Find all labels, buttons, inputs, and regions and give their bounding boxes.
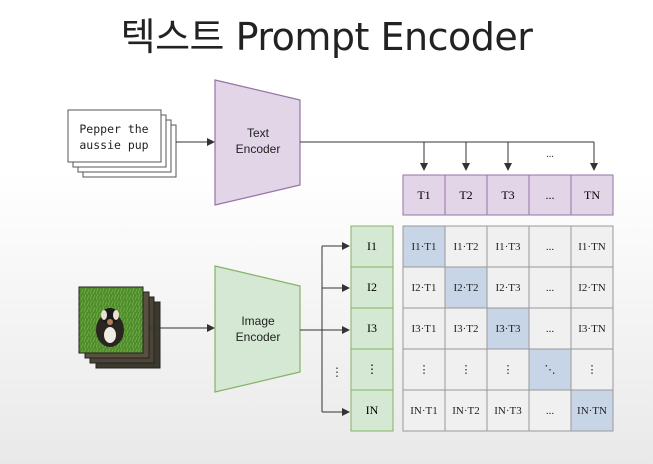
input-text-line-2: aussie pup: [79, 138, 148, 152]
text-arrow-dots: ...: [546, 149, 554, 160]
dog-image: [96, 308, 124, 347]
page-title: 텍스트 Prompt Encoder: [120, 15, 533, 59]
matrix-cell: I3·T1: [411, 323, 436, 335]
matrix-cell: ⋮: [461, 364, 472, 376]
matrix-cell: IN·T3: [494, 405, 522, 417]
image-encoder-label-2: Encoder: [236, 330, 281, 344]
image-encoder: Image Encoder: [214, 265, 301, 393]
text-embedding-t1: T1: [417, 188, 430, 202]
text-encoder-label-1: Text: [247, 126, 270, 140]
matrix-cell: IN·TN: [577, 405, 607, 417]
text-branch-arrows: [300, 141, 598, 171]
image-branch-arrows: [300, 242, 350, 416]
matrix-cell: I1·T1: [411, 241, 436, 253]
image-embedding-in: IN: [366, 403, 379, 417]
matrix-cell: I2·T2: [453, 282, 478, 294]
text-embeddings-row: T1 T2 T3 ... TN: [402, 174, 614, 216]
image-embeddings-column: I1 I2 I3 ⋮ IN: [350, 225, 394, 432]
matrix-cell: IN·T1: [410, 405, 438, 417]
text-embedding-tn: TN: [584, 188, 600, 202]
matrix-cell: ...: [546, 323, 555, 335]
image-arrow-dots: ⋮: [331, 365, 343, 379]
matrix-cell: I3·TN: [578, 323, 606, 335]
image-embedding-i2: I2: [367, 280, 377, 294]
matrix-cell: I3·T2: [453, 323, 478, 335]
matrix-cell: I2·T3: [495, 282, 521, 294]
image-encoder-label-1: Image: [241, 314, 275, 328]
matrix-cell: ...: [546, 405, 555, 417]
image-embedding-i1: I1: [367, 239, 377, 253]
text-embedding-t3: T3: [501, 188, 514, 202]
image-embedding-dots: ⋮: [366, 362, 378, 376]
matrix-cell: I1·T2: [453, 241, 478, 253]
text-input-stack: Pepper the aussie pup: [67, 109, 177, 178]
image-embedding-i3: I3: [367, 321, 377, 335]
matrix-cell: ⋮: [503, 364, 514, 376]
matrix-cell: ...: [546, 282, 555, 294]
matrix-cell: I1·TN: [578, 241, 606, 253]
matrix-cell: ⋮: [587, 364, 598, 376]
matrix-cell: ...: [546, 241, 555, 253]
matrix-cell: ⋱: [545, 364, 556, 376]
matrix-cell: I2·TN: [578, 282, 606, 294]
input-text-line-1: Pepper the: [79, 122, 148, 136]
text-embedding-dots: ...: [546, 188, 555, 202]
matrix-cell: ⋮: [419, 364, 430, 376]
similarity-matrix: I1·T1 I1·T2 I1·T3 ... I1·TN I2·T1 I2·T2 …: [402, 225, 614, 432]
text-embedding-t2: T2: [459, 188, 472, 202]
image-input-stack: [78, 286, 161, 369]
text-encoder: Text Encoder: [214, 79, 301, 206]
matrix-cell: I1·T3: [495, 241, 521, 253]
text-encoder-label-2: Encoder: [236, 142, 281, 156]
matrix-cell: I2·T1: [411, 282, 436, 294]
matrix-cell: IN·T2: [452, 405, 480, 417]
matrix-cell: I3·T3: [495, 323, 521, 335]
